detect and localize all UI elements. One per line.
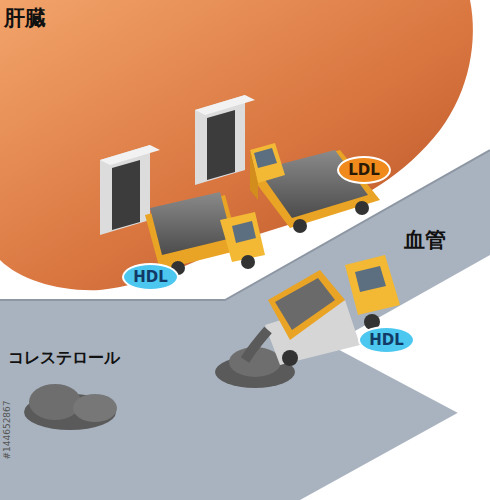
watermark-id: #144652867 xyxy=(2,400,12,459)
blood-vessel-edge xyxy=(0,150,490,300)
white-corner xyxy=(300,395,490,500)
vessel-label: 血管 xyxy=(404,226,446,254)
badge-text: LDL xyxy=(348,161,380,179)
molecule-badge: LDL xyxy=(337,156,391,184)
molecule-badge: HDL xyxy=(358,326,415,354)
gate-right xyxy=(195,95,255,185)
molecule-badge: HDL xyxy=(122,263,179,291)
badge-text: HDL xyxy=(369,331,404,349)
cholesterol-pile-left xyxy=(24,384,117,430)
badge-text: HDL xyxy=(133,268,168,286)
cholesterol-label: コレステロール xyxy=(8,348,120,369)
truck-hdl-left xyxy=(145,192,265,275)
organ-label: 肝臓 xyxy=(4,4,46,32)
blood-vessel xyxy=(0,150,490,500)
